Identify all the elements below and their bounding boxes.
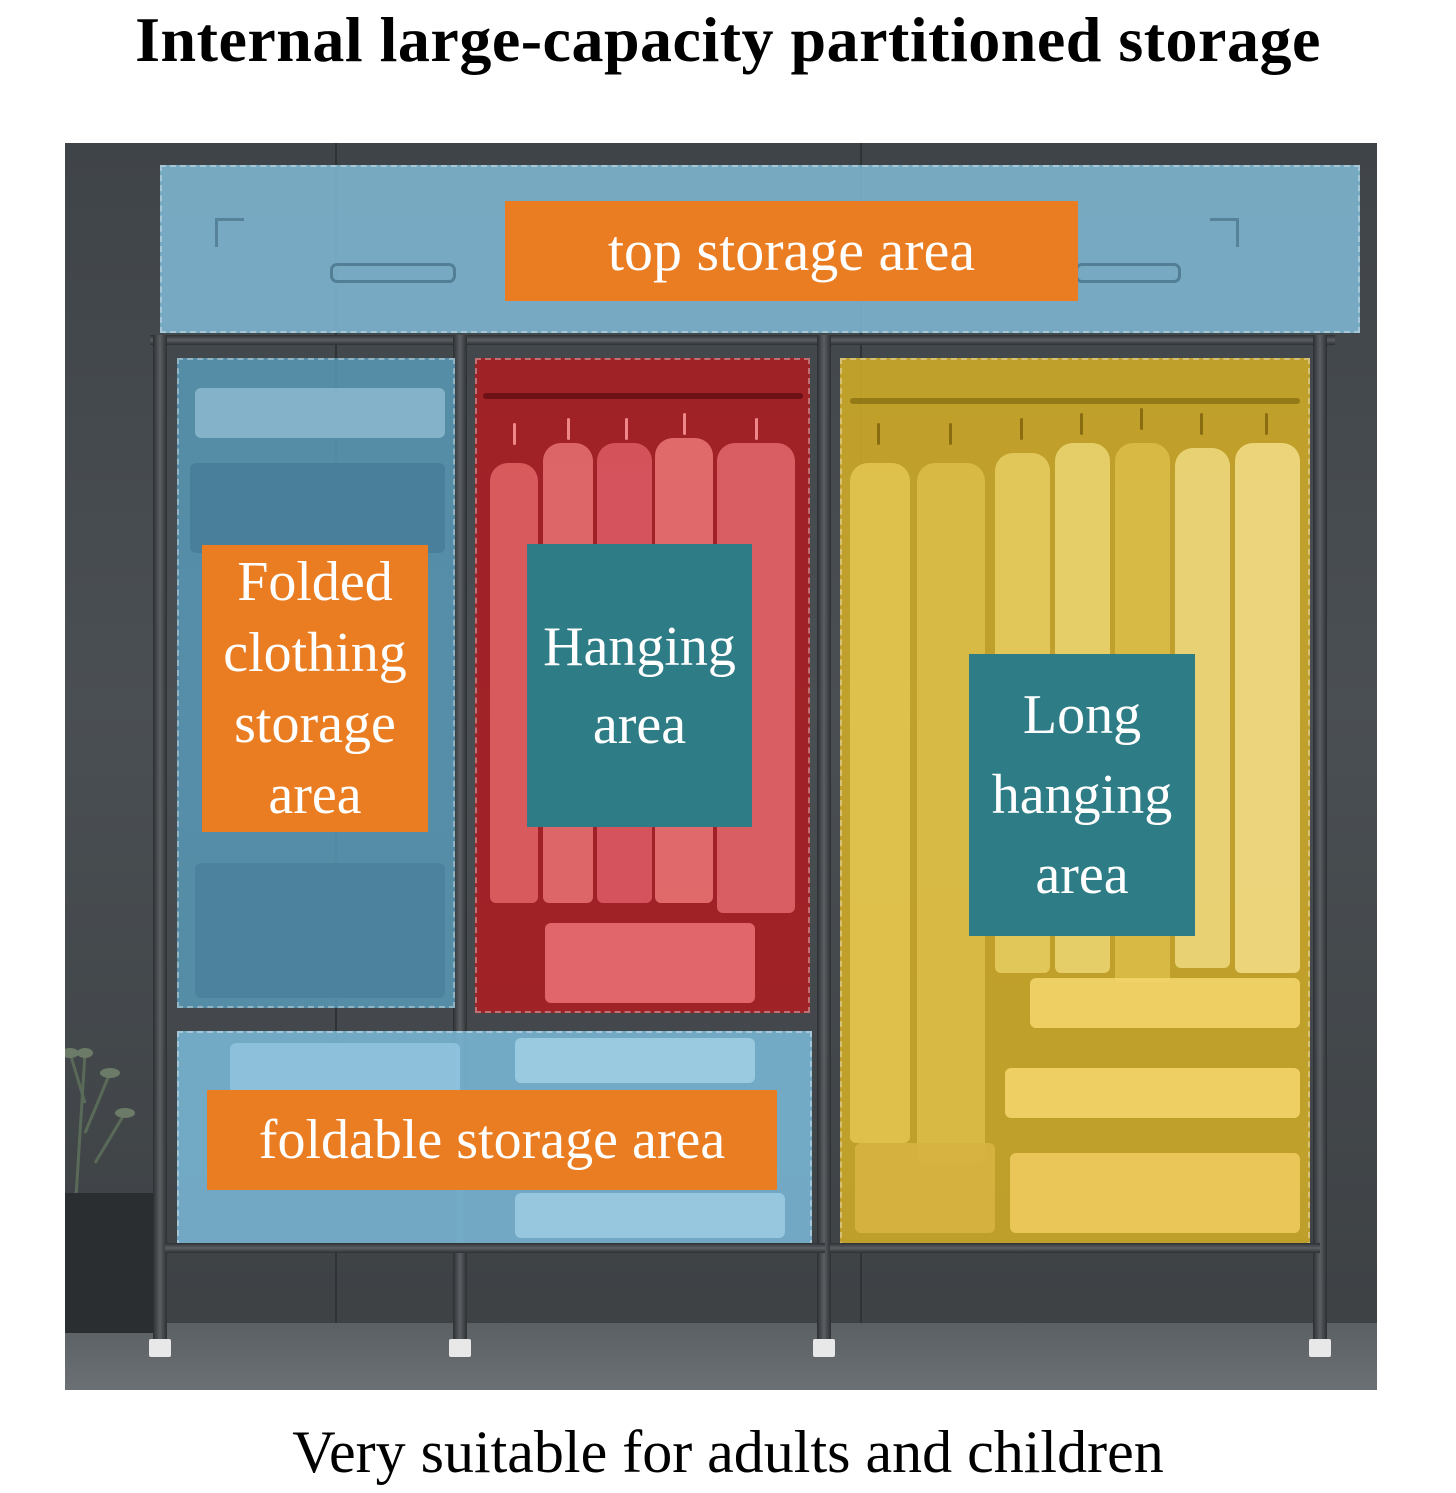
storage-box — [855, 1143, 995, 1233]
top-storage-label: top storage area — [505, 201, 1078, 301]
folded-stack — [195, 863, 445, 998]
folded-clothing-label: Folded clothing storage area — [202, 545, 428, 832]
hanger-icon — [513, 423, 516, 445]
hanger-icon — [625, 418, 628, 440]
folded-stack — [230, 1043, 460, 1093]
hanging-label: Hanging area — [527, 544, 752, 827]
box-handle-icon — [1075, 263, 1181, 283]
long-hanging-label: Long hanging area — [969, 654, 1195, 936]
hanger-icon — [755, 418, 758, 440]
hanging-rail — [483, 393, 803, 399]
planter — [65, 1193, 162, 1333]
plant-icon — [65, 1048, 135, 1213]
folded-stack — [515, 1038, 755, 1083]
hanger-icon — [877, 423, 880, 445]
hanger-icon — [567, 418, 570, 440]
frame-bottom-bar — [165, 1243, 825, 1253]
hanger-icon — [1020, 418, 1023, 440]
hanging-garment — [850, 463, 910, 1143]
frame-pole — [1313, 335, 1327, 1345]
hanging-label-text: Hanging area — [543, 615, 736, 756]
foldable-storage-label-text: foldable storage area — [258, 1109, 726, 1171]
floor — [65, 1323, 1377, 1390]
long-hanging-label-text: Long hanging area — [991, 684, 1173, 906]
footer-caption: Very suitable for adults and children — [292, 1419, 1164, 1485]
folded-stack — [545, 923, 755, 1003]
frame-foot — [813, 1339, 835, 1357]
hanger-icon — [683, 413, 686, 435]
folded-clothing-label-text: Folded clothing storage area — [223, 550, 407, 826]
frame-foot — [1309, 1339, 1331, 1357]
folded-stack — [1005, 1068, 1300, 1118]
folded-stack — [1030, 978, 1300, 1028]
frame-pole — [153, 335, 167, 1345]
headline: Internal large-capacity partitioned stor… — [135, 4, 1321, 75]
frame-foot — [149, 1339, 171, 1357]
hanging-rail — [850, 398, 1300, 404]
frame-top-bar — [150, 335, 1335, 345]
hanger-icon — [949, 423, 952, 445]
folded-stack — [1010, 1153, 1300, 1233]
frame-foot — [449, 1339, 471, 1357]
box-corner-icon — [1210, 218, 1239, 247]
hanger-icon — [1265, 413, 1268, 435]
folded-stack — [515, 1193, 785, 1238]
hanger-icon — [1080, 413, 1083, 435]
frame-pole — [817, 335, 831, 1345]
box-corner-icon — [215, 218, 244, 247]
hanger-icon — [1200, 413, 1203, 435]
box-handle-icon — [330, 263, 456, 283]
foldable-storage-label: foldable storage area — [207, 1090, 777, 1190]
folded-stack — [190, 463, 445, 553]
frame-bottom-bar — [830, 1243, 1320, 1253]
top-storage-label-text: top storage area — [607, 218, 976, 283]
wardrobe-photo: top storage area Folded clothing storage… — [65, 143, 1377, 1390]
folded-stack — [195, 388, 445, 438]
hanger-icon — [1140, 408, 1143, 430]
hanging-garment — [1235, 443, 1300, 973]
